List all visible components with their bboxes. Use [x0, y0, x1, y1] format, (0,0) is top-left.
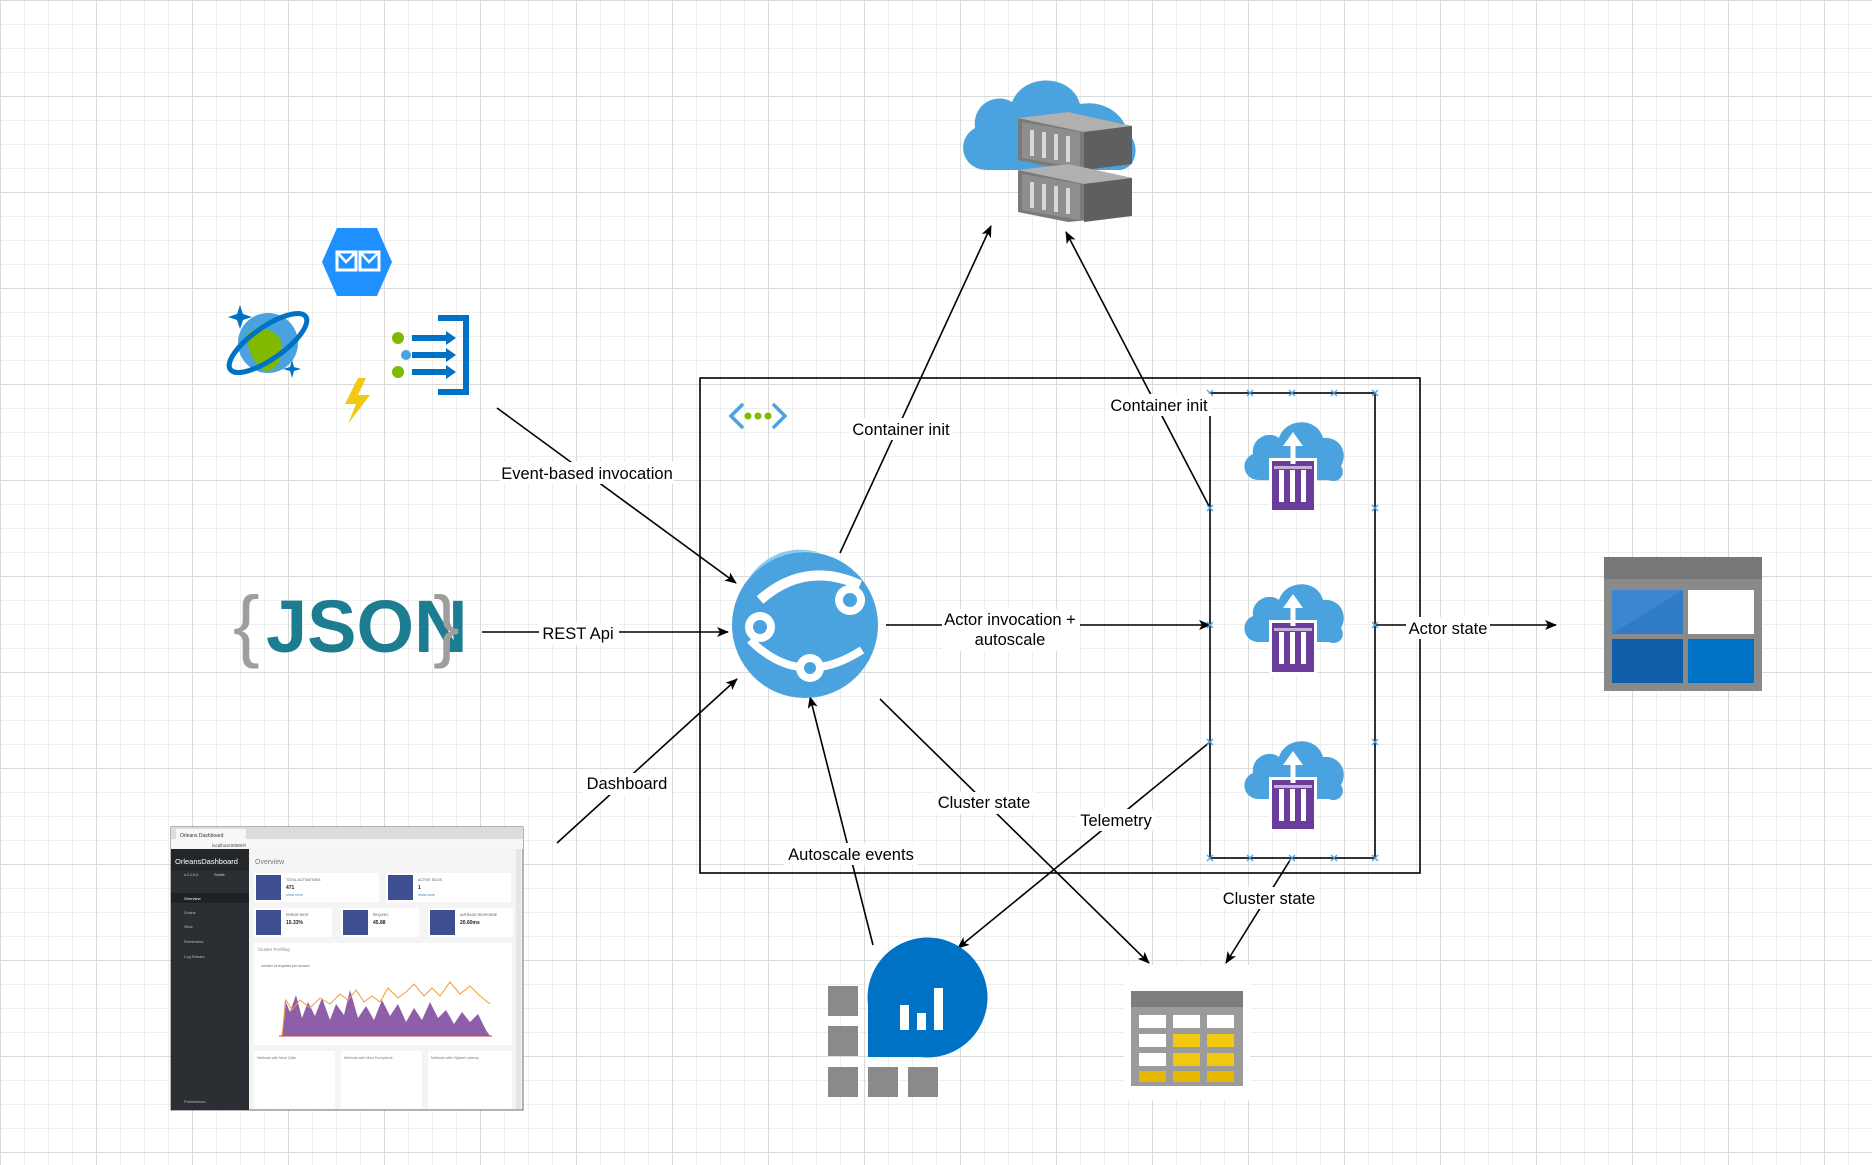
- label-cluster-state-center: Cluster state: [938, 794, 1031, 812]
- orleans-dashboard-screenshot: Orleans Dashboard localhost:8080/#/ Orle…: [170, 826, 524, 1111]
- azure-storage-queue-icon: [322, 228, 392, 296]
- dash-nav-preferences[interactable]: Preferences: [184, 1099, 206, 1104]
- json-open-brace: {: [233, 580, 260, 669]
- dash-nav-grains[interactable]: Grains: [184, 910, 196, 915]
- dash-tab-title: Orleans Dashboard: [180, 833, 224, 839]
- dash-stat-value: 471: [286, 885, 295, 891]
- azure-function-bolt-icon: [345, 378, 370, 424]
- label-actor-invocation-line1: Actor invocation +: [944, 611, 1076, 629]
- azure-table-storage-icon-bottom: [1124, 965, 1250, 1100]
- dash-stat-value: 20.60ms: [460, 920, 480, 926]
- dash-nav-reminders[interactable]: Reminders: [184, 939, 203, 944]
- edge-telemetry: [957, 741, 1211, 949]
- silo-group-handles: [1206, 389, 1379, 862]
- vnet-icon: [728, 403, 788, 429]
- label-dashboard: Dashboard: [587, 775, 668, 793]
- json-logo: { JSON }: [233, 580, 468, 669]
- azure-container-instance-icon: [1244, 584, 1344, 675]
- edge-container-init-left: [839, 225, 992, 554]
- dash-method-panels: Methods with Most Calls Methods with Mos…: [254, 1051, 512, 1109]
- dash-nav-overview[interactable]: Overview: [184, 896, 201, 901]
- dash-stat-value: 45.88: [373, 920, 386, 926]
- edge-autoscale-events: [807, 696, 874, 946]
- edge-cluster-state-center: [879, 698, 1150, 964]
- edge-labels: Event-based invocation REST Api Dashboar…: [500, 394, 1490, 909]
- azure-cosmos-db-icon: [226, 305, 310, 378]
- azure-table-storage-icon: [1604, 557, 1762, 691]
- dash-stat-sub: show more: [286, 893, 303, 897]
- dash-stat-value: 1: [418, 885, 421, 891]
- label-container-init-left: Container init: [852, 421, 950, 439]
- label-actor-invocation-line2: autoscale: [975, 631, 1046, 649]
- dash-brand: OrleansDashboard: [175, 857, 238, 866]
- dash-stat-label: ERROR RATE: [286, 913, 309, 917]
- connectors: [482, 225, 1557, 964]
- dash-stat-cards: TOTAL ACTIVATIONS 471 show more ACTIVE S…: [254, 873, 513, 937]
- edge-dashboard: [556, 678, 738, 844]
- label-cluster-state-right: Cluster state: [1223, 890, 1316, 908]
- azure-container-instance-icon: [1244, 422, 1344, 513]
- dash-url: localhost:8080/#/: [212, 843, 247, 848]
- dash-stat-label: AVERAGE RESPONSE: [460, 913, 498, 917]
- dash-stat-label: TOTAL ACTIVATIONS: [286, 878, 321, 882]
- edge-cluster-state-right: [1225, 856, 1293, 964]
- dash-stat-label: REQ/SEC: [373, 913, 389, 917]
- label-rest-api: REST Api: [542, 625, 613, 643]
- dash-nav-logstream[interactable]: Log Stream: [184, 954, 205, 959]
- dash-status: Stable: [214, 873, 225, 877]
- azure-app-service-globe-icon: [732, 549, 878, 698]
- label-actor-state: Actor state: [1409, 620, 1488, 638]
- dash-profiling-chart: Cluster Profiling number of requests per…: [254, 943, 512, 1045]
- dash-stat-sub: show more: [418, 893, 435, 897]
- json-text: JSON: [266, 585, 468, 668]
- label-autoscale-events: Autoscale events: [788, 846, 914, 864]
- dash-page-title: Overview: [255, 859, 285, 866]
- dash-profiling-title: Cluster Profiling: [258, 947, 290, 952]
- edge-event-invocation: [496, 407, 737, 584]
- dash-panel-title: Methods with Most Exceptions: [344, 1056, 393, 1060]
- label-telemetry: Telemetry: [1080, 812, 1152, 830]
- label-event-based-invocation: Event-based invocation: [501, 465, 673, 483]
- azure-container-instance-icon: [1244, 741, 1344, 832]
- dash-version: v.2.1.0.0: [184, 873, 198, 877]
- dash-nav-silos[interactable]: Silos: [184, 924, 193, 929]
- dash-profiling-sub: number of requests per second: [261, 964, 309, 968]
- dash-stat-value: 15.33%: [286, 920, 304, 926]
- dash-panel-title: Methods with Most Calls: [257, 1056, 296, 1060]
- dash-panel-title: Methods with Highest Latency: [431, 1056, 479, 1060]
- label-container-init-right: Container init: [1110, 397, 1208, 415]
- json-close-brace: }: [433, 580, 460, 669]
- azure-event-hub-icon: [392, 315, 469, 395]
- edge-container-init-right: [1065, 231, 1211, 509]
- azure-container-registry-icon: [963, 80, 1136, 222]
- azure-application-insights-icon: [828, 937, 988, 1097]
- dash-stat-label: ACTIVE SILOS: [418, 878, 443, 882]
